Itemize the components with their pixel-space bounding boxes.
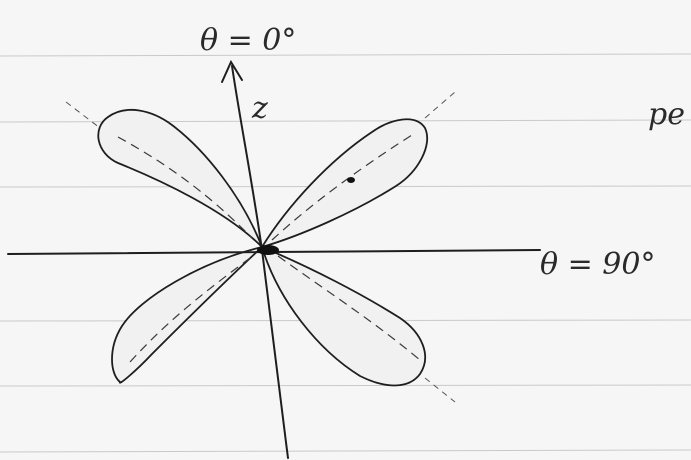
extension-lower-right xyxy=(424,377,456,403)
rule-line xyxy=(0,53,691,57)
lobe-upper-right xyxy=(261,118,429,248)
lobe-lower-left xyxy=(111,246,263,384)
centerline-lower-left xyxy=(129,257,251,363)
rule-line xyxy=(0,449,691,453)
centerline-lower-right xyxy=(277,255,421,361)
horizontal-axis xyxy=(7,249,541,255)
lobe-upper-left xyxy=(97,109,263,248)
theta-ninety-label: θ = 90° xyxy=(540,247,655,282)
theta-zero-label: θ = 0° xyxy=(200,23,296,58)
centerline-upper-right xyxy=(271,134,413,241)
radiation-pattern xyxy=(97,109,429,387)
lobe-lower-right xyxy=(261,246,426,387)
lobe-centerlines xyxy=(117,134,421,363)
extension-strokes xyxy=(65,91,456,403)
extension-upper-right xyxy=(424,91,456,119)
ink-speck xyxy=(347,177,355,183)
rule-line xyxy=(0,384,691,387)
z-axis-label: z xyxy=(251,91,268,126)
margin-fragment-text: pe xyxy=(648,97,685,132)
centerline-upper-left xyxy=(117,136,253,239)
origin-dot xyxy=(257,245,279,255)
extension-upper-left xyxy=(65,101,101,129)
z-axis-arrowhead xyxy=(221,59,243,83)
